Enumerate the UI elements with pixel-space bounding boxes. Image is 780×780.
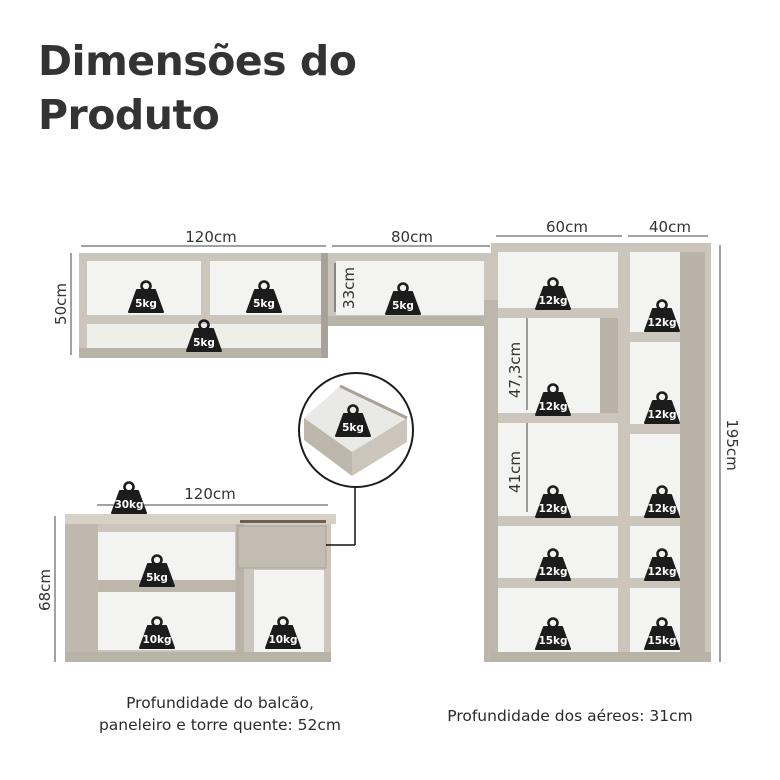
weight-icon: 5kg [127, 280, 165, 314]
dim-tower-right-width: 40cm [649, 218, 691, 236]
weight-badges: 5kg 5kg 5kg 5kg 5kg 30kg 5kg 10kg 10kg 1… [110, 277, 681, 651]
dim-upper-left-height: 50cm [52, 283, 70, 325]
dim-counter-height: 68cm [36, 569, 54, 611]
weight-icon: 12kg [643, 485, 681, 519]
svg-text:30kg: 30kg [114, 499, 143, 511]
weight-icon: 5kg [334, 404, 372, 438]
svg-text:12kg: 12kg [647, 409, 676, 421]
svg-text:5kg: 5kg [146, 572, 168, 584]
weight-icon: 12kg [643, 548, 681, 582]
svg-text:5kg: 5kg [342, 422, 364, 434]
dim-counter-width: 120cm [184, 485, 236, 503]
weight-icon: 15kg [643, 617, 681, 651]
svg-text:5kg: 5kg [135, 298, 157, 310]
dim-tower-niche-1: 47,3cm [506, 342, 524, 398]
svg-text:12kg: 12kg [647, 503, 676, 515]
svg-text:5kg: 5kg [253, 298, 275, 310]
dim-upper-mid-width: 80cm [391, 228, 433, 246]
svg-text:12kg: 12kg [538, 401, 567, 413]
weight-icon: 5kg [245, 280, 283, 314]
dim-tower-height: 195cm [723, 419, 741, 471]
weight-icon: 10kg [264, 616, 302, 650]
weight-icon: 15kg [534, 617, 572, 651]
weight-icon: 10kg [138, 616, 176, 650]
counter-depth-caption: Profundidade do balcão, paneleiro e torr… [70, 692, 370, 736]
svg-text:12kg: 12kg [538, 566, 567, 578]
upper-depth-caption: Profundidade dos aéreos: 31cm [447, 707, 693, 725]
svg-text:12kg: 12kg [647, 317, 676, 329]
svg-text:10kg: 10kg [142, 634, 171, 646]
weight-icon: 30kg [110, 481, 148, 515]
dim-upper-left-width: 120cm [185, 228, 237, 246]
weight-icon: 5kg [185, 319, 223, 353]
tower-left [484, 243, 624, 662]
counter-depth-line-1: Profundidade do balcão, [126, 694, 314, 712]
counter-depth-line-2: paneleiro e torre quente: 52cm [98, 716, 342, 734]
page-title: Dimensões do Produto [38, 34, 357, 142]
upper-mid-cabinet [328, 253, 491, 326]
weight-icon: 12kg [643, 391, 681, 425]
weight-icon: 12kg [534, 277, 572, 311]
svg-text:5kg: 5kg [392, 300, 414, 312]
svg-text:10kg: 10kg [268, 634, 297, 646]
weight-icon: 5kg [138, 554, 176, 588]
drawer-front[interactable] [237, 525, 327, 569]
svg-text:12kg: 12kg [538, 295, 567, 307]
weight-icon: 5kg [384, 282, 422, 316]
svg-text:12kg: 12kg [538, 503, 567, 515]
dim-tower-left-width: 60cm [546, 218, 588, 236]
title-line-1: Dimensões do [38, 37, 357, 85]
dim-upper-mid-inner-height: 33cm [340, 267, 358, 309]
weight-icon: 12kg [534, 548, 572, 582]
weight-icon: 12kg [534, 485, 572, 519]
svg-text:5kg: 5kg [193, 337, 215, 349]
svg-text:15kg: 15kg [647, 635, 676, 647]
dim-tower-niche-2: 41cm [506, 451, 524, 493]
dimension-lines: 120cm 80cm 60cm 40cm 120cm 50cm 33cm 47,… [36, 218, 741, 662]
weight-icon: 12kg [534, 383, 572, 417]
svg-text:12kg: 12kg [647, 566, 676, 578]
title-line-2: Produto [38, 91, 220, 139]
weight-icon: 12kg [643, 299, 681, 333]
svg-text:15kg: 15kg [538, 635, 567, 647]
